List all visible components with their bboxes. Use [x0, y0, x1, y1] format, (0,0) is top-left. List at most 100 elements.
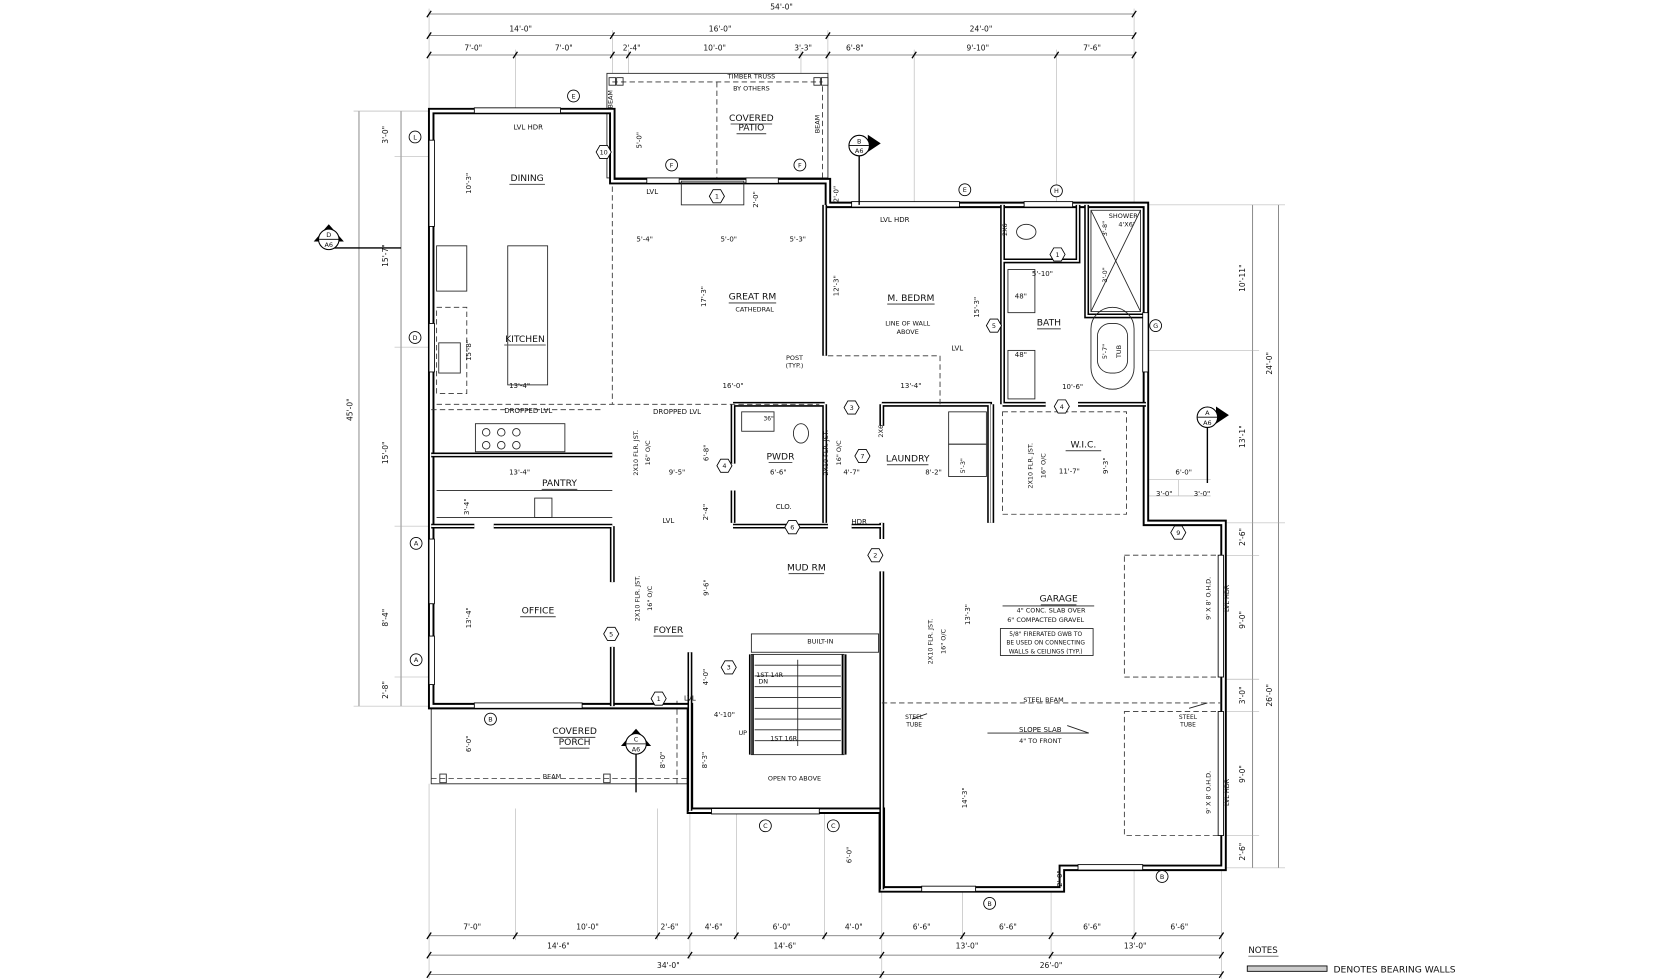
room-label: PATIO	[738, 122, 764, 133]
dimension-label: 13'-4"	[900, 382, 921, 390]
window-tag-letter: C	[763, 822, 768, 830]
window-tag-circle-icon	[484, 712, 497, 726]
door-tag: 1	[708, 189, 725, 204]
dimension-label: 9'-5"	[669, 468, 686, 476]
dimension-label: 24'-0"	[970, 24, 993, 33]
dimension-label: 9'-0"	[1238, 611, 1247, 629]
dimension-label: 9'-6"	[702, 579, 710, 596]
windows	[428, 107, 1224, 892]
note-label: HDR	[851, 518, 867, 526]
window-tag-letter: A	[414, 540, 419, 548]
dimension-label: 2'-6"	[1238, 528, 1247, 546]
door-tag-hexagon-icon	[854, 449, 871, 464]
window-tag-circle-icon	[665, 158, 678, 172]
note-label: LVL	[646, 188, 658, 196]
note-label: 16" O/C	[939, 628, 947, 653]
window-tag: E	[958, 183, 972, 197]
dimension-label: 3'-0"	[1238, 686, 1247, 704]
dimension-label: 15'-8"	[465, 340, 473, 361]
room-label: W.I.C.	[1070, 439, 1096, 450]
room-label: LAUNDRY	[886, 453, 930, 464]
dimension-label: 14'-3"	[961, 787, 969, 808]
notes-legend: NOTES DENOTES BEARING WALLS	[1246, 946, 1456, 975]
window-tag-letter: E	[963, 186, 967, 194]
dimension-label: 2'-0"	[752, 191, 760, 208]
window-tag-circle-icon	[567, 89, 580, 103]
note-label: BY OTHERS	[733, 85, 770, 93]
note-label: SHOWER	[1109, 212, 1138, 220]
powder-vanity	[741, 411, 775, 432]
note-label: ABOVE	[897, 328, 919, 336]
note-label: 2X10 FLR. JST.	[926, 619, 934, 665]
room-label: FOYER	[654, 625, 684, 636]
note-label: BEAM	[606, 90, 614, 109]
dimension-label: 14'-0"	[509, 24, 532, 33]
bathtub	[1090, 306, 1135, 390]
note-label: CATHEDRAL	[735, 306, 774, 314]
door-tag-hexagon-icon	[1170, 525, 1187, 540]
dimension-label: 8'-3"	[701, 752, 709, 769]
window-tag: A	[409, 653, 423, 667]
dimension-label: 9'-10"	[966, 44, 989, 53]
window-tag-letter: E	[571, 92, 575, 100]
window-tag-circle-icon	[793, 158, 807, 172]
note-label: 16" O/C	[646, 585, 654, 610]
door-tag-number: 6	[790, 524, 794, 532]
note-label: STEEL	[905, 715, 924, 721]
dimension-label: 5'-7"	[1101, 344, 1109, 359]
door-tag-hexagon-icon	[720, 660, 737, 675]
window-tag: D	[408, 331, 422, 344]
window-tag-letter: H	[1054, 187, 1059, 195]
window-tag-letter: A	[414, 656, 419, 664]
dimension-label: 2'-0"	[833, 186, 841, 203]
note-label: LVL	[684, 695, 696, 703]
door-tag-number: 3	[727, 664, 731, 672]
window-tag: E	[567, 89, 580, 103]
annotations: 54'-0"14'-0"16'-0"24'-0"7'-0"7'-0"2'-4"1…	[346, 3, 1275, 970]
door-tag-number: 1	[657, 695, 661, 703]
dimension-label: 6'-6"	[770, 468, 787, 476]
dimension-label: 17'-3"	[700, 286, 708, 307]
section-marker: BA6	[848, 134, 881, 205]
window-tag-circle-icon	[826, 819, 840, 833]
room-label: COVERED	[729, 113, 774, 124]
note-label: BEAM	[813, 115, 821, 134]
door-tag-number: 7	[860, 452, 864, 460]
door-tag-hexagon-icon	[650, 691, 667, 706]
window-tag-circle-icon	[409, 653, 423, 667]
door-tag-number: 1	[715, 193, 719, 201]
powder-toilet	[792, 423, 809, 444]
door-tag-hexagon-icon	[784, 520, 801, 535]
door-tag: 7	[854, 449, 871, 464]
dimension-label: 5'-0"	[635, 132, 643, 149]
window-tag: H	[1050, 184, 1063, 198]
dimension-label: 13'-4"	[509, 382, 530, 390]
dimension-label: 10'-0"	[576, 922, 599, 931]
note-label: 4'X6'	[1118, 220, 1134, 228]
window-tag-letter: C	[831, 822, 836, 830]
kitchen-sink	[438, 342, 461, 374]
interior-walls	[431, 204, 1146, 890]
dimension-label: 3'-8"	[1101, 221, 1109, 236]
door-tag-number: 1	[1055, 251, 1059, 259]
note-label: 6" COMPACTED GRAVEL	[1007, 616, 1084, 624]
door-tag: 6	[784, 520, 801, 535]
dimension-label: 6'-6"	[1170, 922, 1188, 931]
note-label: LVL	[951, 344, 963, 352]
note-label: 16" O/C	[835, 440, 843, 465]
room-label: PWDR	[766, 451, 795, 462]
range-burners-icon	[481, 428, 521, 450]
door-tag-hexagon-icon	[1053, 399, 1070, 414]
dimension-label: 5'-3"	[789, 236, 806, 244]
note-label: DROPPED LVL	[653, 408, 701, 416]
note-label: STEEL	[1179, 715, 1198, 721]
door-tag-hexagon-icon	[708, 189, 725, 204]
note-label: TUBE	[905, 723, 922, 729]
dimension-label: 4'-7"	[843, 468, 860, 476]
section-marker: DA6	[313, 224, 402, 251]
window-tag-letter: B	[1160, 873, 1164, 881]
covered-porch	[430, 700, 690, 785]
window-tag-circle-icon	[409, 537, 423, 550]
room-label: OFFICE	[522, 605, 555, 616]
